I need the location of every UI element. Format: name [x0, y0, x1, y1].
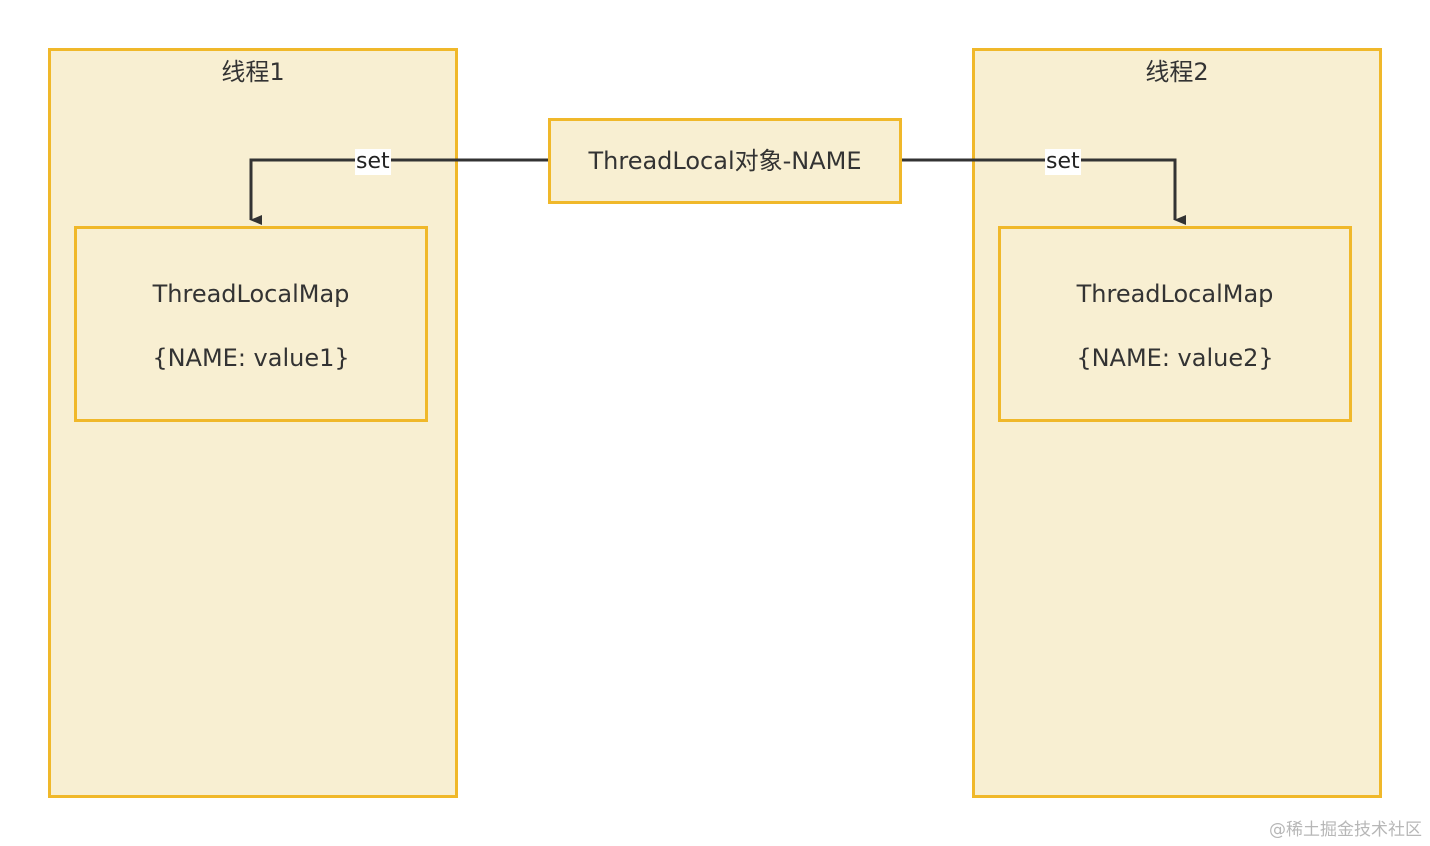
threadlocal-object-node: ThreadLocal对象-NAME	[548, 118, 902, 204]
thread-1-map-value: {NAME: value1}	[152, 344, 350, 372]
edge-label-set-thread-2: set	[1045, 149, 1081, 175]
thread-1-threadlocalmap: ThreadLocalMap {NAME: value1}	[74, 226, 428, 422]
threadlocal-object-label: ThreadLocal对象-NAME	[588, 147, 862, 175]
thread-2-title: 线程2	[1145, 58, 1209, 86]
thread-1-map-title: ThreadLocalMap	[152, 280, 350, 308]
thread-2-threadlocalmap: ThreadLocalMap {NAME: value2}	[998, 226, 1352, 422]
thread-2-map-title: ThreadLocalMap	[1076, 280, 1274, 308]
thread-1-title: 线程1	[221, 58, 285, 86]
thread-2-map-value: {NAME: value2}	[1076, 344, 1274, 372]
edge-label-set-thread-1: set	[355, 149, 391, 175]
thread-1-container: 线程1	[48, 48, 458, 798]
thread-2-container: 线程2	[972, 48, 1382, 798]
watermark: @稀土掘金技术社区	[1269, 820, 1422, 840]
